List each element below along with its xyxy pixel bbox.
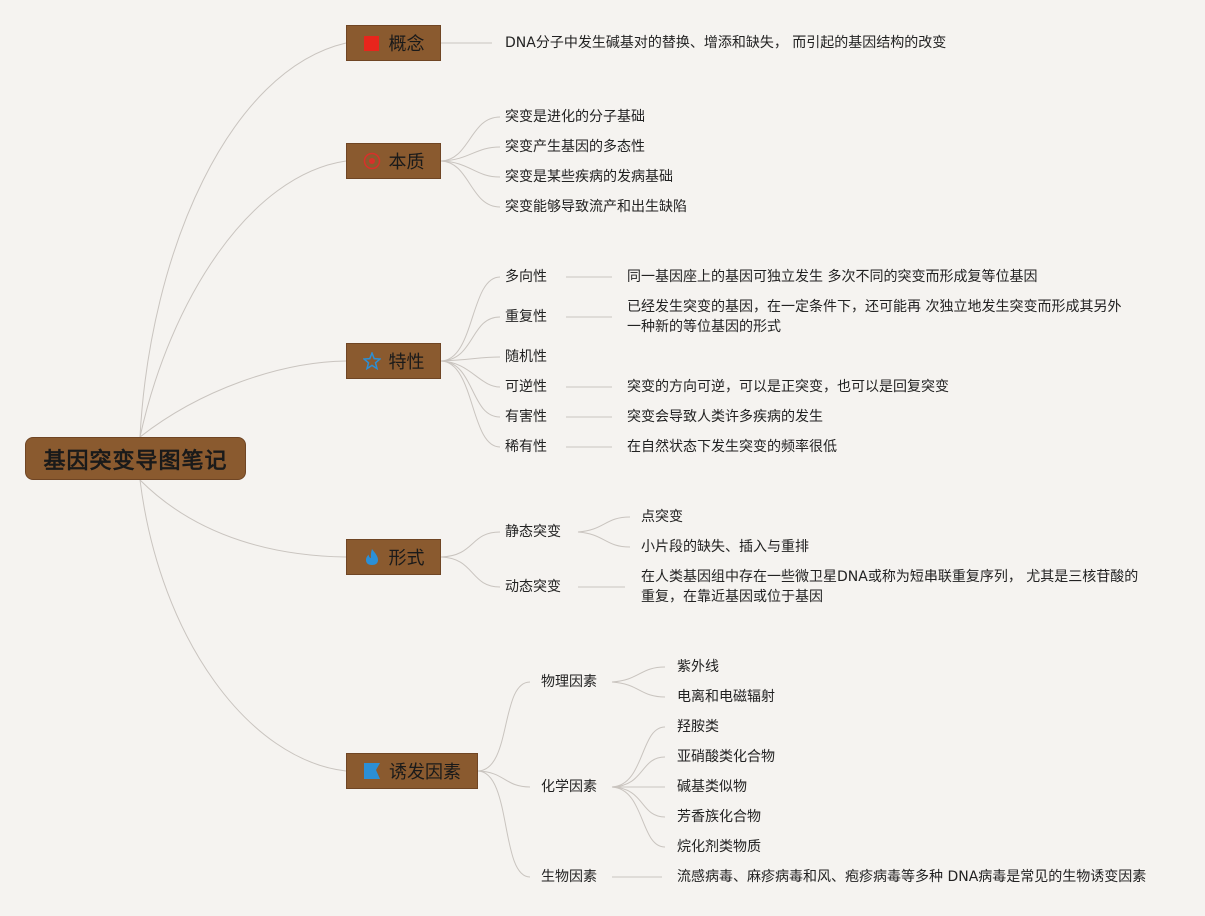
branch-concept[interactable]: 概念 (346, 25, 441, 61)
trait-name: 随机性 (505, 349, 547, 365)
branch-essence-label: 本质 (388, 152, 425, 173)
factor-item: 紫外线 (677, 659, 719, 675)
trait-desc: 一种新的等位基因的形式 (627, 319, 781, 335)
essence-item: 突变能够导致流产和出生缺陷 (505, 199, 687, 215)
form-static-item: 小片段的缺失、插入与重排 (641, 539, 809, 555)
red-circle-icon (363, 152, 381, 170)
branch-essence[interactable]: 本质 (346, 143, 441, 179)
form-static-item: 点突变 (641, 509, 683, 525)
trait-name: 稀有性 (505, 439, 547, 455)
form-static: 静态突变 (505, 524, 561, 540)
root-node[interactable]: 基因突变导图笔记 (25, 437, 246, 480)
trait-name: 有害性 (505, 409, 547, 425)
branch-concept-label: 概念 (388, 34, 425, 55)
form-dynamic: 动态突变 (505, 579, 561, 595)
trait-name: 多向性 (505, 269, 547, 285)
factor-item: 电离和电磁辐射 (677, 689, 775, 705)
trait-desc: 已经发生突变的基因，在一定条件下，还可能再 次独立地发生突变而形成其另外 (627, 299, 1122, 315)
form-dynamic-desc: 重复，在靠近基因或位于基因 (641, 589, 823, 605)
essence-item: 突变是某些疾病的发病基础 (505, 169, 673, 185)
branch-forms[interactable]: 形式 (346, 539, 441, 575)
concept-text: DNA分子中发生碱基对的替换、增添和缺失， 而引起的基因结构的改变 (505, 35, 947, 51)
branch-factors[interactable]: 诱发因素 (346, 753, 478, 789)
branch-traits[interactable]: 特性 (346, 343, 441, 379)
essence-item: 突变产生基因的多态性 (505, 139, 645, 155)
branch-traits-label: 特性 (388, 352, 425, 373)
trait-desc: 在自然状态下发生突变的频率很低 (627, 439, 837, 455)
blue-flame-icon (363, 548, 381, 566)
red-square-icon (363, 34, 381, 52)
trait-name: 可逆性 (505, 379, 547, 395)
factor-item: 碱基类似物 (677, 779, 747, 795)
branch-forms-label: 形式 (388, 548, 425, 569)
factor-physical: 物理因素 (541, 674, 597, 690)
blue-flag-icon (363, 762, 381, 780)
form-dynamic-desc: 在人类基因组中存在一些微卫星DNA或称为短串联重复序列， 尤其是三核苷酸的 (641, 569, 1139, 585)
essence-item: 突变是进化的分子基础 (505, 109, 645, 125)
factor-biological-desc: 流感病毒、麻疹病毒和风、疱疹病毒等多种 DNA病毒是常见的生物诱变因素 (677, 869, 1147, 885)
branch-factors-label: 诱发因素 (389, 762, 461, 783)
factor-item: 烷化剂类物质 (677, 839, 761, 855)
blue-star-icon (362, 352, 381, 370)
trait-desc: 突变的方向可逆，可以是正突变，也可以是回复突变 (627, 379, 949, 395)
factor-biological: 生物因素 (541, 869, 597, 885)
factor-item: 羟胺类 (677, 719, 719, 735)
trait-desc: 同一基因座上的基因可独立发生 多次不同的突变而形成复等位基因 (627, 269, 1038, 285)
factor-item: 亚硝酸类化合物 (677, 749, 775, 765)
trait-desc: 突变会导致人类许多疾病的发生 (627, 409, 823, 425)
trait-name: 重复性 (505, 309, 547, 325)
factor-item: 芳香族化合物 (677, 809, 761, 825)
factor-chemical: 化学因素 (541, 779, 597, 795)
